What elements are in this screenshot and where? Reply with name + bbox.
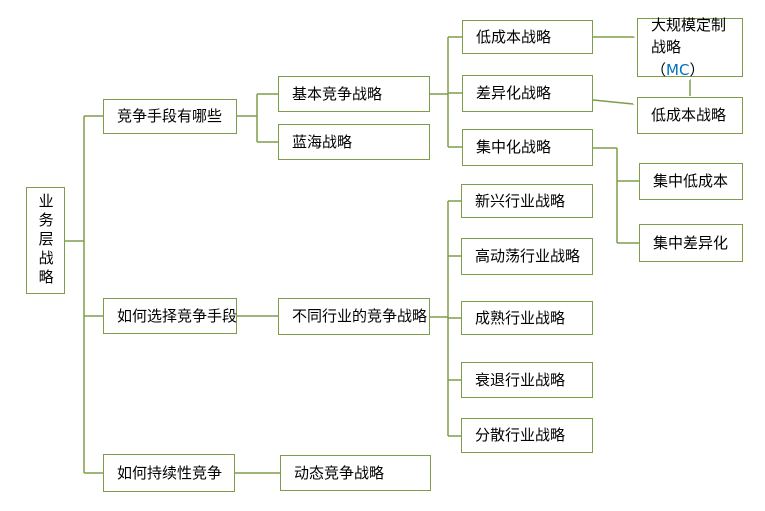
node-dynamic-strategy-label: 动态竞争战略 <box>294 463 385 482</box>
node-differentiation[interactable]: 差异化战略 <box>462 75 593 112</box>
node-blue-ocean-label: 蓝海战略 <box>292 132 353 151</box>
node-low-cost-label: 低成本战略 <box>476 27 552 46</box>
mc-highlight-text: MC <box>666 60 690 79</box>
node-declining-industry-label: 衰退行业战略 <box>475 370 566 389</box>
node-question-sustain[interactable]: 如何持续性竞争 <box>103 454 235 492</box>
node-industry-strategies-label: 不同行业的竞争战略 <box>292 307 428 326</box>
node-question-means[interactable]: 竞争手段有哪些 <box>103 99 237 134</box>
node-focus[interactable]: 集中化战略 <box>462 129 593 166</box>
node-emerging-industry[interactable]: 新兴行业战略 <box>461 184 593 218</box>
node-turbulent-industry[interactable]: 高动荡行业战略 <box>461 238 593 275</box>
node-root-label: 业务层战略 <box>36 193 55 288</box>
node-mature-industry[interactable]: 成熟行业战略 <box>461 301 593 335</box>
node-industry-strategies[interactable]: 不同行业的竞争战略 <box>278 298 430 335</box>
node-fragmented-industry[interactable]: 分散行业战略 <box>461 418 593 453</box>
node-question-means-label: 竞争手段有哪些 <box>117 107 223 126</box>
node-mass-customization-label: 大规模定制战略（MC） <box>651 15 727 79</box>
node-fragmented-industry-label: 分散行业战略 <box>475 426 566 445</box>
node-focused-differentiation[interactable]: 集中差异化 <box>639 224 743 262</box>
node-root[interactable]: 业务层战略 <box>26 187 65 294</box>
node-blue-ocean[interactable]: 蓝海战略 <box>278 124 430 160</box>
node-mass-customization[interactable]: 大规模定制战略（MC） <box>637 16 743 79</box>
node-focus-label: 集中化战略 <box>476 138 552 157</box>
node-focused-low-cost-label: 集中低成本 <box>653 172 729 191</box>
node-question-choose[interactable]: 如何选择竞争手段 <box>103 298 237 334</box>
node-declining-industry[interactable]: 衰退行业战略 <box>461 362 593 398</box>
node-dynamic-strategy[interactable]: 动态竞争战略 <box>280 455 431 491</box>
node-question-choose-label: 如何选择竞争手段 <box>117 306 238 325</box>
node-focused-low-cost[interactable]: 集中低成本 <box>639 163 743 200</box>
node-basic-strategy-label: 基本竞争战略 <box>292 84 383 103</box>
node-low-cost-right-label: 低成本战略 <box>651 106 727 125</box>
node-turbulent-industry-label: 高动荡行业战略 <box>475 247 581 266</box>
node-emerging-industry-label: 新兴行业战略 <box>475 191 566 210</box>
node-question-sustain-label: 如何持续性竞争 <box>117 463 223 482</box>
node-differentiation-label: 差异化战略 <box>476 84 552 103</box>
node-low-cost[interactable]: 低成本战略 <box>462 20 593 54</box>
node-basic-strategy[interactable]: 基本竞争战略 <box>278 76 430 112</box>
node-focused-differentiation-label: 集中差异化 <box>653 233 729 252</box>
node-mature-industry-label: 成熟行业战略 <box>475 308 566 327</box>
node-low-cost-right[interactable]: 低成本战略 <box>637 97 743 134</box>
